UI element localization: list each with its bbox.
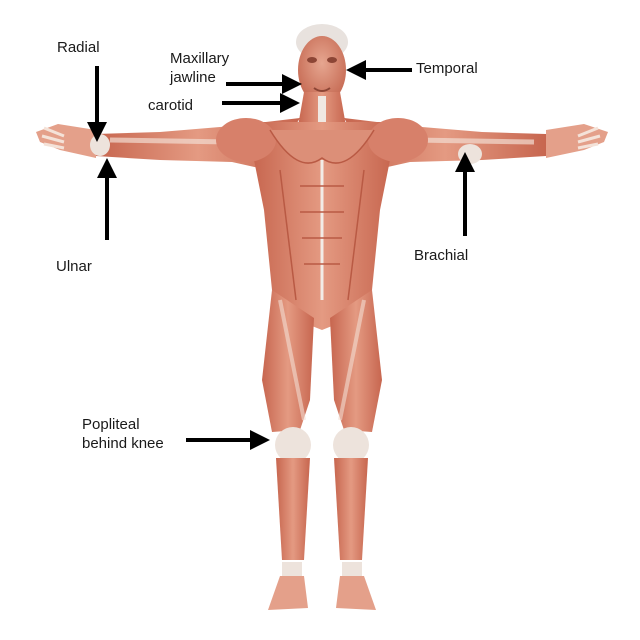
right-leg <box>330 290 382 610</box>
ulnar-arrow <box>97 158 117 240</box>
torso <box>216 118 428 330</box>
label-popliteal: Popliteal behind knee <box>82 415 164 453</box>
label-popliteal-line2: behind knee <box>82 435 164 452</box>
label-ulnar-text: Ulnar <box>56 258 92 275</box>
label-temporal: Temporal <box>416 59 478 78</box>
label-ulnar: Ulnar <box>56 257 92 276</box>
label-maxillary: Maxillary jawline <box>170 49 229 87</box>
label-radial: Radial <box>57 38 100 57</box>
label-maxillary-line1: Maxillary <box>170 50 230 67</box>
label-popliteal-line1: Popliteal <box>82 416 140 433</box>
radial-arrow <box>87 66 107 142</box>
left-leg <box>262 290 314 610</box>
label-brachial-text: Brachial <box>414 247 469 264</box>
label-carotid-text: carotid <box>148 97 194 114</box>
head <box>296 24 348 104</box>
brachial-arrow <box>455 152 475 236</box>
popliteal-arrow <box>186 430 270 450</box>
label-carotid: carotid <box>148 96 193 115</box>
maxillary-arrow <box>226 74 302 94</box>
label-radial-text: Radial <box>57 39 100 56</box>
label-temporal-text: Temporal <box>416 60 478 77</box>
label-brachial: Brachial <box>414 246 468 265</box>
temporal-arrow <box>346 60 412 80</box>
neck <box>298 92 346 128</box>
label-maxillary-line2: jawline <box>170 69 216 86</box>
carotid-arrow <box>222 93 300 113</box>
